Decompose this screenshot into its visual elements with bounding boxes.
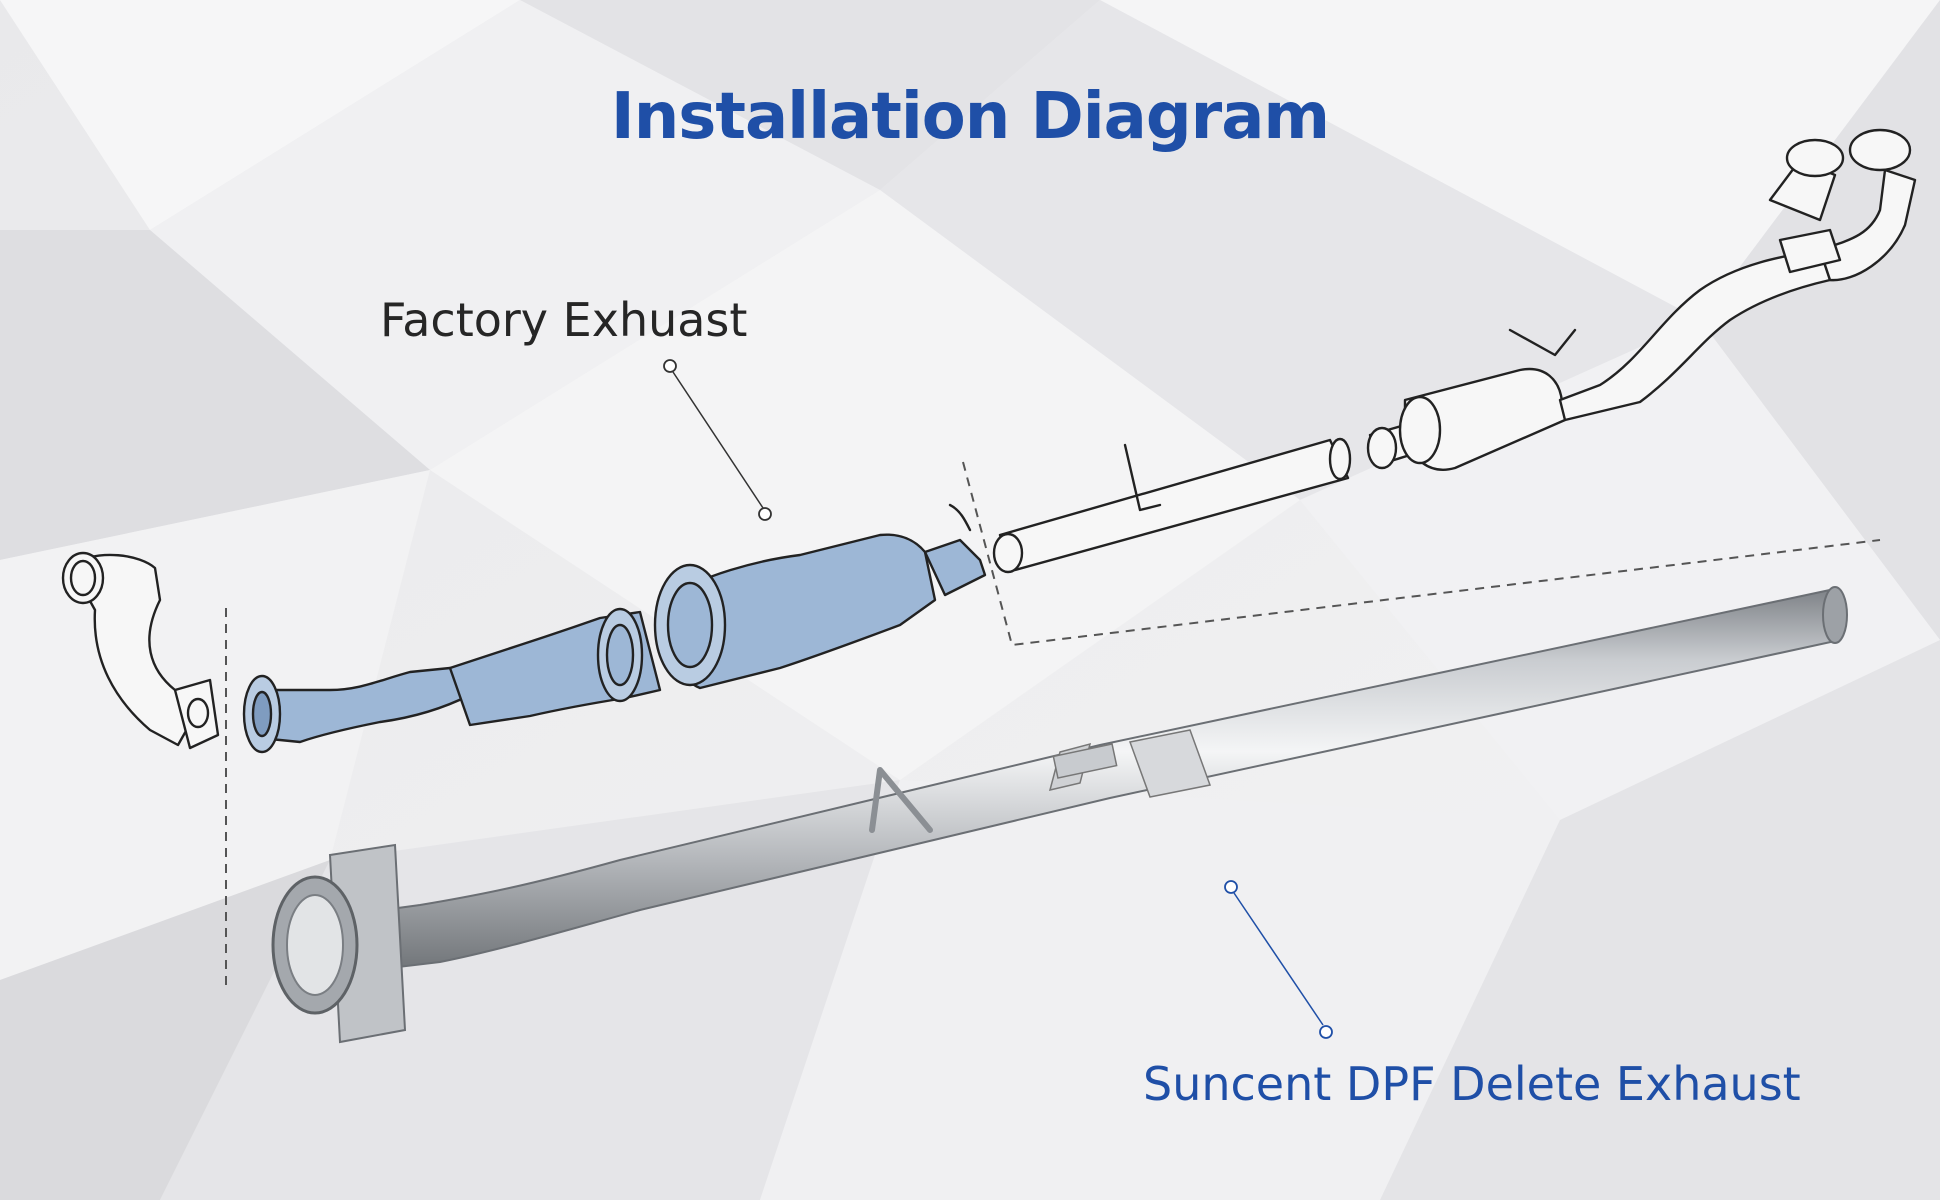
delete-exhaust-label: Suncent DPF Delete Exhaust — [1143, 1057, 1801, 1111]
muffler-assembly — [1366, 128, 1917, 471]
delete-pipe — [271, 586, 1848, 1044]
alignment-guides — [225, 461, 1881, 985]
factory-leader-dot-bottom — [758, 507, 772, 521]
front-pipe-section — [248, 666, 472, 744]
diagram-title: Installation Diagram — [610, 80, 1330, 154]
factory-leader-line — [672, 371, 764, 509]
delete-leader-dot-top — [1224, 880, 1238, 894]
intermediate-pipe — [992, 437, 1352, 574]
delete-leader-dot-bottom — [1319, 1025, 1333, 1039]
factory-exhaust-sketch — [61, 128, 1917, 754]
factory-exhaust-label: Factory Exhuast — [380, 293, 748, 347]
delete-leader-line — [1233, 892, 1324, 1026]
callout-leaders — [663, 359, 1333, 1039]
highlighted-factory-parts — [242, 503, 987, 754]
factory-leader-dot-top — [663, 359, 677, 373]
downpipe-elbow — [61, 551, 220, 750]
